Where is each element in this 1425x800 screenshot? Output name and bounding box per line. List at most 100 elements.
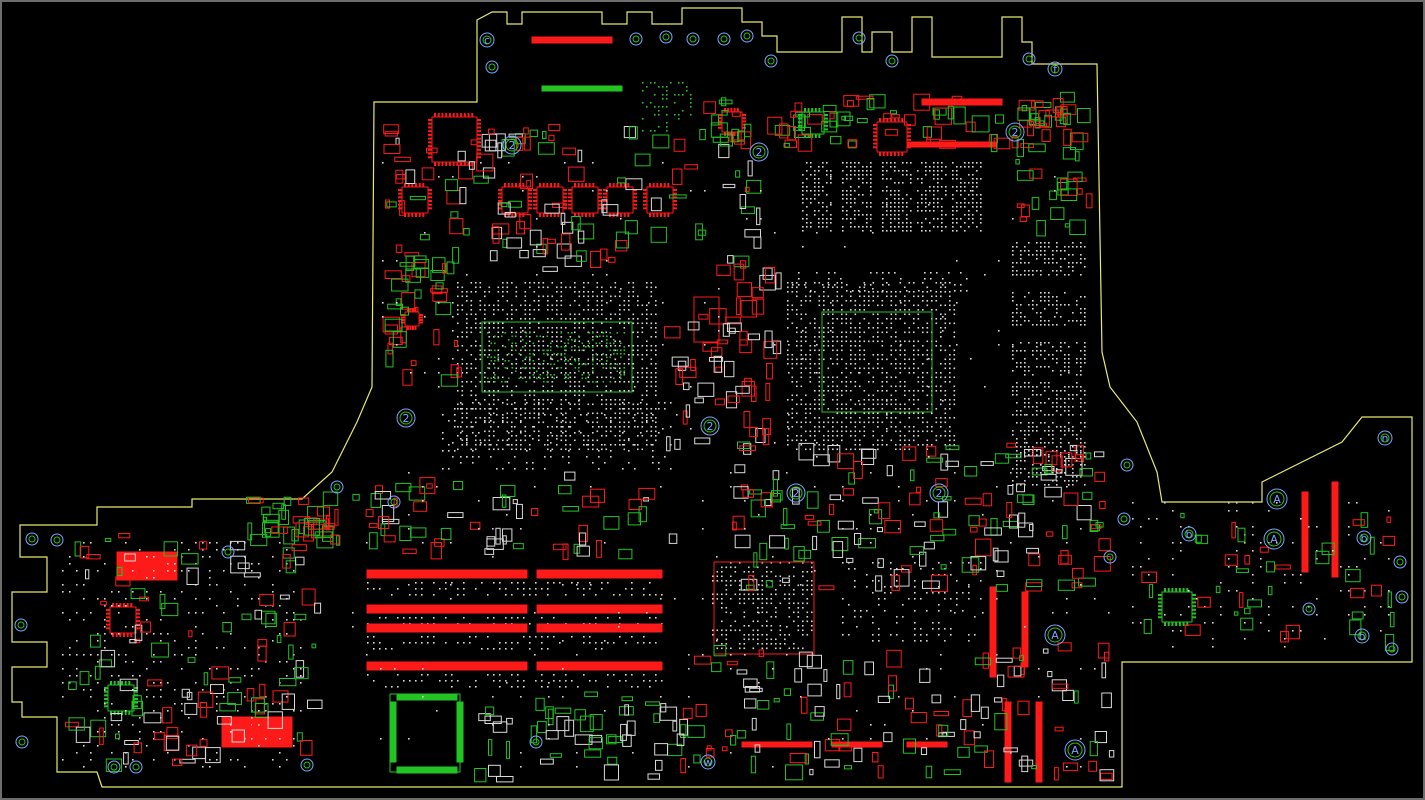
mounting-hole[interactable] bbox=[1302, 602, 1316, 616]
mounting-hole[interactable] bbox=[1393, 555, 1407, 569]
component bbox=[199, 702, 208, 718]
testpoint-marker[interactable]: 2 bbox=[1005, 122, 1025, 142]
mounting-hole[interactable] bbox=[629, 32, 643, 46]
mounting-hole[interactable] bbox=[330, 480, 344, 494]
component bbox=[450, 364, 459, 379]
testpoint-marker[interactable]: c bbox=[479, 32, 495, 48]
component bbox=[531, 508, 539, 517]
testpoint-marker[interactable]: A bbox=[1266, 488, 1288, 510]
component bbox=[721, 746, 728, 752]
ram-slot-pins bbox=[366, 604, 528, 614]
component bbox=[166, 727, 179, 739]
mounting-hole[interactable] bbox=[15, 735, 29, 749]
mounting-hole[interactable] bbox=[885, 54, 899, 68]
component bbox=[672, 168, 683, 185]
testpoint-marker[interactable]: 2 bbox=[700, 416, 720, 436]
mounting-hole[interactable] bbox=[107, 760, 121, 774]
component bbox=[945, 460, 959, 467]
mounting-hole[interactable] bbox=[717, 32, 731, 46]
hole-ring bbox=[885, 54, 899, 68]
component bbox=[697, 229, 707, 236]
component bbox=[548, 123, 561, 132]
mounting-hole[interactable] bbox=[1395, 590, 1409, 604]
testpoint-marker[interactable]: 2 bbox=[929, 483, 949, 503]
component bbox=[739, 330, 748, 346]
testpoint-marker[interactable]: b bbox=[1354, 628, 1370, 644]
component bbox=[619, 706, 634, 716]
component bbox=[295, 556, 305, 566]
component bbox=[435, 302, 452, 316]
mounting-hole[interactable] bbox=[852, 31, 866, 45]
marker-inner-ring bbox=[399, 411, 413, 425]
component bbox=[1006, 502, 1013, 519]
mounting-hole[interactable] bbox=[740, 29, 754, 43]
mounting-hole[interactable] bbox=[764, 54, 778, 68]
component bbox=[751, 287, 764, 299]
testpoint-marker[interactable]: 2 bbox=[502, 135, 522, 155]
testpoint-marker[interactable]: 2 bbox=[749, 142, 769, 162]
component bbox=[621, 696, 633, 702]
testpoint-marker[interactable]: b bbox=[1181, 526, 1197, 542]
mounting-hole[interactable] bbox=[1117, 512, 1131, 526]
component bbox=[154, 732, 165, 741]
hole-ring bbox=[1022, 52, 1036, 66]
mounting-hole[interactable] bbox=[686, 32, 700, 46]
component bbox=[162, 707, 173, 724]
component bbox=[1386, 516, 1392, 523]
testpoint-marker[interactable]: 2 bbox=[786, 483, 806, 503]
testpoint-marker[interactable]: w bbox=[700, 754, 716, 770]
mounting-hole[interactable] bbox=[50, 533, 64, 547]
component bbox=[1099, 501, 1106, 510]
marker-inner-ring bbox=[789, 486, 803, 500]
testpoint-marker[interactable]: A bbox=[1064, 739, 1086, 761]
testpoint-marker[interactable]: f bbox=[1047, 61, 1063, 77]
component bbox=[547, 708, 554, 726]
component bbox=[446, 190, 461, 205]
component bbox=[1018, 759, 1034, 767]
mounting-hole[interactable] bbox=[300, 758, 314, 772]
component bbox=[780, 524, 796, 529]
component bbox=[909, 546, 925, 555]
mounting-hole[interactable] bbox=[14, 618, 28, 632]
mounting-hole[interactable] bbox=[659, 30, 673, 44]
component bbox=[673, 138, 686, 152]
component bbox=[624, 704, 629, 716]
mounting-hole[interactable] bbox=[1385, 642, 1399, 656]
component bbox=[690, 359, 696, 371]
mounting-hole[interactable] bbox=[1022, 52, 1036, 66]
component bbox=[901, 565, 912, 573]
component bbox=[994, 713, 1008, 731]
component bbox=[751, 298, 765, 315]
component bbox=[736, 669, 748, 675]
component bbox=[447, 512, 464, 519]
component bbox=[933, 109, 940, 120]
mounting-hole[interactable] bbox=[129, 760, 143, 774]
testpoint-marker[interactable]: n bbox=[1377, 430, 1393, 446]
testpoint-marker[interactable]: A bbox=[1263, 528, 1285, 550]
chip-pads bbox=[1158, 588, 1196, 626]
component bbox=[1027, 120, 1034, 137]
mounting-hole[interactable] bbox=[25, 532, 39, 546]
testpoint-marker[interactable]: A bbox=[1044, 624, 1066, 646]
component bbox=[265, 612, 277, 627]
component bbox=[824, 759, 840, 768]
marker-ring bbox=[786, 483, 806, 503]
mounting-hole[interactable] bbox=[529, 735, 543, 749]
mounting-hole[interactable] bbox=[387, 495, 401, 509]
component bbox=[854, 533, 862, 545]
mounting-hole[interactable] bbox=[485, 60, 499, 74]
component bbox=[875, 575, 883, 592]
component bbox=[732, 515, 745, 530]
component bbox=[492, 226, 500, 244]
marker-inner-ring bbox=[932, 486, 946, 500]
mounting-hole[interactable] bbox=[1120, 458, 1134, 472]
mounting-hole[interactable] bbox=[221, 545, 235, 559]
component bbox=[1275, 564, 1291, 570]
testpoint-marker[interactable]: 2 bbox=[396, 408, 416, 428]
mounting-hole[interactable] bbox=[1103, 550, 1117, 564]
testpoint-marker[interactable]: b bbox=[1356, 530, 1372, 546]
component bbox=[995, 657, 1013, 663]
component bbox=[203, 672, 209, 686]
